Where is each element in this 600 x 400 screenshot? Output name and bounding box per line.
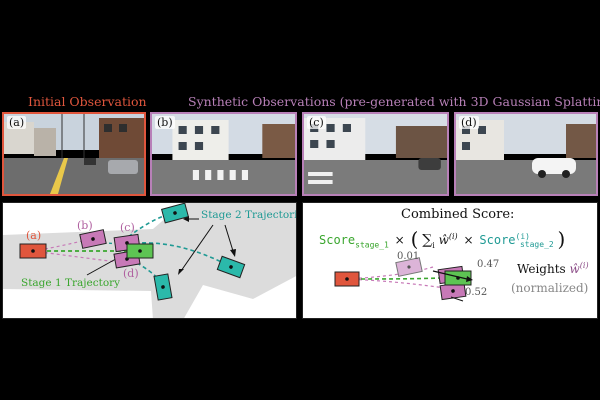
weight-0-52: 0.52 bbox=[465, 287, 488, 298]
times-symbol: × bbox=[394, 233, 405, 247]
left-paren: ( bbox=[410, 227, 419, 251]
weights-legend: Weights ŵ(i) bbox=[517, 261, 589, 276]
stage2-trajectories-label: Stage 2 Trajectories bbox=[201, 209, 296, 221]
weight-symbol-legend: ŵ(i) bbox=[569, 261, 589, 276]
car-label-d: (d) bbox=[123, 267, 139, 280]
trajectory-diagram-panel: (a) (b) (c) (d) Stage 2 Trajectories Sta… bbox=[2, 202, 297, 319]
photo-initial: (a) bbox=[2, 112, 146, 196]
stage2-score: Score(i)stage_2 bbox=[479, 232, 554, 250]
car-label-c: (c) bbox=[120, 221, 135, 234]
weights-label: Weights bbox=[517, 262, 566, 276]
car-label-b: (b) bbox=[77, 219, 93, 232]
synthetic-observations-label: Synthetic Observations (pre-generated wi… bbox=[188, 94, 600, 109]
photo-label: (c) bbox=[307, 116, 326, 129]
car-label-a: (a) bbox=[26, 229, 42, 242]
photo-synthetic-d: (d) bbox=[454, 112, 598, 196]
photo-synthetic-b: (b) bbox=[150, 112, 297, 196]
photo-label: (d) bbox=[459, 116, 479, 129]
combined-score-title: Combined Score: bbox=[401, 207, 515, 222]
stage1-trajectory-label: Stage 1 Trajectory bbox=[21, 277, 121, 289]
photo-synthetic-c: (c) bbox=[302, 112, 449, 196]
score-formula: Scorestage_1 × ( ∑i ŵ(i) × Score(i)stage… bbox=[319, 227, 565, 253]
times-symbol-2: × bbox=[463, 233, 474, 247]
normalized-label: (normalized) bbox=[511, 281, 589, 295]
stage1-score: Scorestage_1 bbox=[319, 233, 389, 250]
photo-label: (a) bbox=[7, 116, 27, 129]
weight-symbol: ŵ(i) bbox=[438, 232, 458, 247]
right-paren: ) bbox=[557, 227, 566, 251]
weight-0-47: 0.47 bbox=[477, 259, 500, 270]
weight-0-01: 0.01 bbox=[397, 251, 420, 262]
photo-label: (b) bbox=[155, 116, 175, 129]
initial-observation-label: Initial Observation bbox=[28, 94, 147, 109]
combined-score-panel: Combined Score: Scorestage_1 × ( ∑i ŵ(i)… bbox=[302, 202, 598, 319]
sum-symbol: ∑i bbox=[422, 232, 435, 250]
